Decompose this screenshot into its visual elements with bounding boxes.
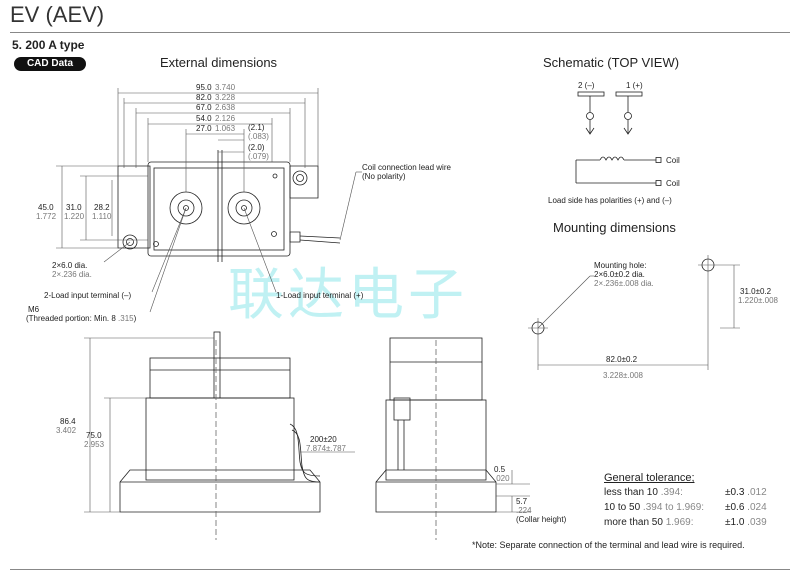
relay-side-view: [375, 337, 497, 540]
coil-lead-label: Coil connection lead wire: [362, 163, 451, 172]
dim-54: 54.0: [196, 114, 212, 123]
hole-dia-in: 2×.236 dia.: [52, 270, 92, 279]
relay-top-view: [117, 150, 341, 262]
load-terminal-1-label: 1-Load input terminal (+): [276, 291, 364, 300]
mount-dim-82: 82.0±0.2: [606, 355, 638, 364]
mounting-dimensions-heading: Mounting dimensions: [553, 220, 676, 235]
dim-45-in: 1.772: [36, 212, 57, 221]
thread-label: (Threaded portion: Min. 8 .315): [26, 314, 137, 323]
footnote: *Note: Separate connection of the termin…: [472, 540, 745, 550]
m6-label: M6: [28, 305, 40, 314]
dim-27: 27.0: [196, 124, 212, 133]
dim-5-7-in: .224: [516, 506, 532, 515]
coil-lead-polarity: (No polarity): [362, 172, 406, 181]
mounting-labels: Mounting hole: 2×6.0±0.2 dia. 2×.236±.00…: [594, 261, 779, 380]
polarity-note: Load side has polarities (+) and (–): [548, 196, 672, 205]
dim-67-in: 2.638: [215, 103, 236, 112]
front-view-labels: 86.4 3.402 75.0 2.953 200±20 7.874±.787: [56, 417, 347, 453]
dim-28: 28.2: [94, 203, 110, 212]
tolerance-value: ±0.6 .024: [725, 502, 767, 513]
mount-dim-82-in: 3.228±.008: [603, 371, 644, 380]
top-rule: [10, 32, 790, 33]
dim-28-in: 1.110: [92, 212, 112, 221]
hole-dia: 2×6.0 dia.: [52, 261, 87, 270]
dim-86-in: 3.402: [56, 426, 77, 435]
external-dimensions-heading: External dimensions: [160, 55, 278, 70]
mount-dim-31-in: 1.220±.008: [738, 296, 779, 305]
dim-54-in: 2.126: [215, 114, 236, 123]
dim-82: 82.0: [196, 93, 212, 102]
external-dimension-labels: 95.0 3.740 82.0 3.228 67.0 2.638 54.0 2.…: [26, 83, 451, 323]
lead-length-in: 7.874±.787: [306, 444, 347, 453]
bottom-rule: [10, 569, 790, 570]
relay-front-view: [119, 331, 321, 540]
dim-95: 95.0: [196, 83, 212, 92]
dim-67: 67.0: [196, 103, 212, 112]
schematic-labels: 2 (–) 1 (+) Coil Coil Load side has pola…: [548, 81, 680, 205]
dim-31-in: 1.220: [64, 212, 85, 221]
page-title: EV (AEV): [10, 2, 105, 27]
schematic-heading: Schematic (TOP VIEW): [543, 55, 680, 70]
schematic-symbol: [575, 91, 662, 186]
watermark: 联达电子: [228, 263, 468, 328]
tolerance-title: General tolerance;: [604, 472, 695, 484]
external-dimension-lines: [56, 88, 362, 313]
mounting-hole-dia-in: 2×.236±.008 dia.: [594, 279, 654, 288]
dim-31: 31.0: [66, 203, 82, 212]
dim-2-1: (2.1): [248, 123, 265, 132]
terminal-1-label: 1 (+): [626, 81, 643, 90]
mounting-diagram: [528, 255, 740, 370]
dim-45: 45.0: [38, 203, 54, 212]
cad-data-button[interactable]: CAD Data: [14, 57, 86, 71]
coil-label-top: Coil: [666, 156, 680, 165]
tolerance-row: less than 10 .394:: [604, 487, 683, 498]
dim-0-5-in: .020: [494, 474, 510, 483]
mounting-hole-title: Mounting hole:: [594, 261, 646, 270]
tolerance-value: ±1.0 .039: [725, 517, 767, 528]
dim-0-5: 0.5: [494, 465, 506, 474]
mount-dim-31: 31.0±0.2: [740, 287, 772, 296]
dim-75-in: 2.953: [84, 440, 105, 449]
dim-95-in: 3.740: [215, 83, 236, 92]
collar-height-label: (Collar height): [516, 515, 567, 524]
dim-2-0: (2.0): [248, 143, 265, 152]
tolerance-value: ±0.3 .012: [725, 487, 767, 498]
type-label: 5. 200 A type: [12, 38, 85, 52]
dim-75: 75.0: [86, 431, 102, 440]
dim-5-7: 5.7: [516, 497, 528, 506]
dim-27-in: 1.063: [215, 124, 236, 133]
tolerance-row: 10 to 50 .394 to 1.969:: [604, 502, 705, 513]
side-view-labels: 0.5 .020 5.7 .224 (Collar height): [494, 465, 567, 524]
load-terminal-2-label: 2-Load input terminal (–): [44, 291, 131, 300]
dim-2-1-in: (.083): [248, 132, 269, 141]
dim-82-in: 3.228: [215, 93, 236, 102]
coil-label-bottom: Coil: [666, 179, 680, 188]
mounting-hole-dia: 2×6.0±0.2 dia.: [594, 270, 645, 279]
tolerance-row: more than 50 1.969:: [604, 517, 694, 528]
terminal-2-label: 2 (–): [578, 81, 595, 90]
lead-length: 200±20: [310, 435, 337, 444]
dim-2-0-in: (.079): [248, 152, 269, 161]
dim-86: 86.4: [60, 417, 76, 426]
